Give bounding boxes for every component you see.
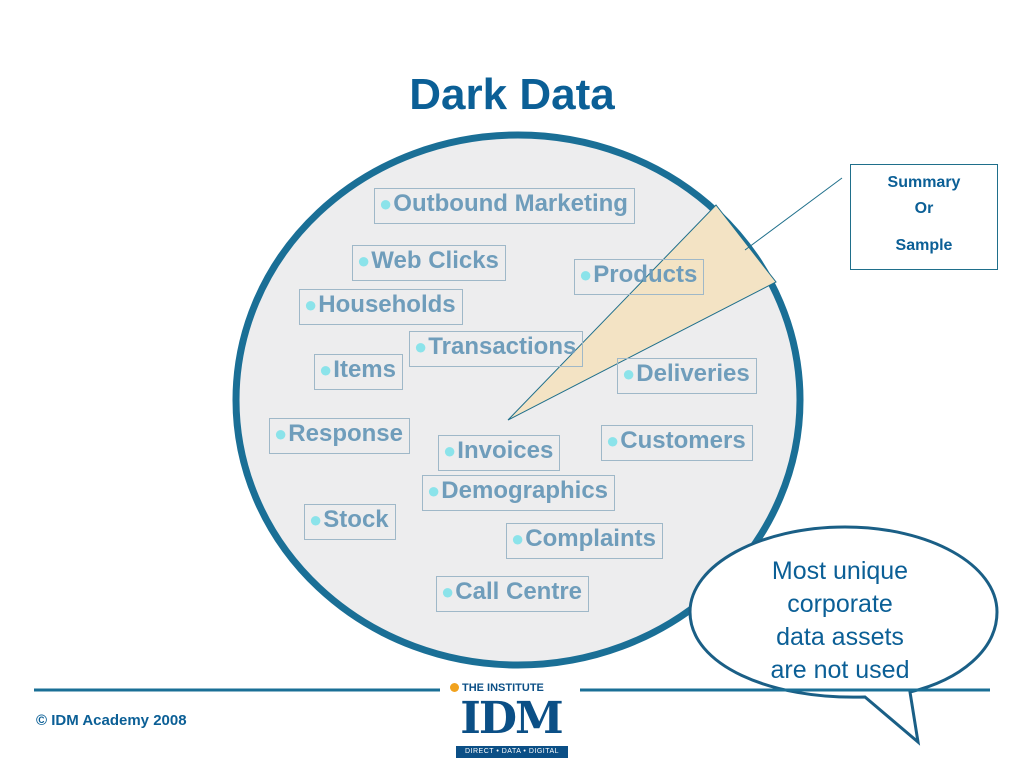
tag-items: ●Items — [314, 354, 403, 390]
tag-stock: ●Stock — [304, 504, 396, 540]
tag-call-centre: ●Call Centre — [436, 576, 589, 612]
bullet-icon: ● — [443, 438, 457, 463]
callout-text: Most unique corporate data assets are no… — [740, 555, 940, 687]
tag-demographics: ●Demographics — [422, 475, 616, 511]
bullet-icon: ● — [511, 526, 525, 551]
tag-complaints: ●Complaints — [506, 523, 663, 559]
speech-callout — [688, 525, 999, 746]
copyright-text: © IDM Academy 2008 — [36, 712, 187, 729]
bullet-icon: ● — [622, 361, 636, 386]
tag-customers: ●Customers — [601, 425, 753, 461]
bullet-icon: ● — [319, 357, 333, 382]
tag-products: ●Products — [574, 259, 705, 295]
summary-connector — [744, 177, 843, 251]
callout-line-1: Most unique — [771, 557, 909, 585]
tag-deliveries: ●Deliveries — [617, 358, 757, 394]
tag-invoices: ●Invoices — [438, 435, 561, 471]
orange-dot-icon — [450, 683, 459, 692]
callout-line-2: corporate — [787, 590, 893, 618]
bullet-icon: ● — [441, 579, 455, 604]
bullet-icon: ● — [579, 262, 593, 287]
bullet-icon: ● — [304, 292, 318, 317]
summary-line-2: Or — [914, 200, 934, 217]
tag-web-clicks: ●Web Clicks — [352, 245, 506, 281]
tag-transactions: ●Transactions — [409, 331, 584, 367]
slide-title: Dark Data — [409, 70, 615, 119]
bullet-icon: ● — [427, 478, 441, 503]
tag-households: ●Households — [299, 289, 463, 325]
tag-outbound-marketing: ●Outbound Marketing — [374, 188, 635, 224]
summary-line-1: Summary — [887, 174, 961, 191]
callout-line-3: data assets — [776, 623, 904, 651]
bullet-icon: ● — [309, 507, 323, 532]
logo-institute-label: THE INSTITUTE — [450, 682, 574, 694]
logo-mark: IDM — [460, 693, 563, 744]
logo-strip: DIRECT • DATA • DIGITAL — [456, 746, 568, 758]
bullet-icon: ● — [606, 428, 620, 453]
bullet-icon: ● — [357, 248, 371, 273]
bullet-icon: ● — [414, 334, 428, 359]
bullet-icon: ● — [379, 191, 393, 216]
summary-line-3: Sample — [895, 237, 953, 254]
callout-line-4: are not used — [770, 656, 910, 684]
bullet-icon: ● — [274, 421, 288, 446]
tag-response: ●Response — [269, 418, 410, 454]
idm-logo: THE INSTITUTE IDM DIRECT • DATA • DIGITA… — [450, 680, 574, 762]
summary-box: Summary Or Sample — [850, 164, 998, 270]
